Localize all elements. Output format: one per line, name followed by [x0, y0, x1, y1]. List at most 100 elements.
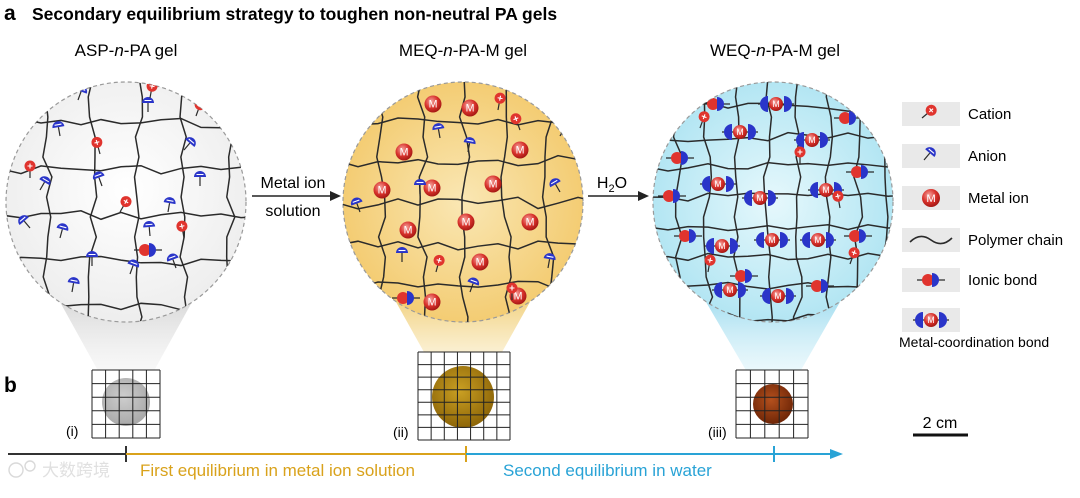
gel-label-asp: ASP-n-PA gel: [75, 41, 178, 60]
metal-ion-icon: M: [924, 313, 938, 327]
metal-coordination-bond-icon: M: [758, 96, 794, 112]
polymer-chain: [500, 82, 512, 322]
metal-ion-icon: M: [373, 181, 391, 199]
ionic-bond-icon: [134, 243, 162, 257]
cation-icon: [91, 136, 103, 155]
polymer-chain-icon: [909, 235, 953, 245]
ionic-bond-icon: [844, 229, 872, 243]
metal-ion-icon: M: [715, 239, 729, 253]
metal-coordination-bond-icon: M: [742, 190, 778, 206]
anion-icon: [432, 123, 445, 139]
svg-text:M: M: [756, 193, 763, 203]
polymer-chain: [42, 82, 53, 322]
cation-icon: [698, 111, 710, 129]
panel-a-letter: a: [4, 2, 16, 25]
metal-coordination-bond-icon: M: [760, 288, 796, 304]
sample-photo-3: [735, 369, 809, 439]
svg-text:M: M: [774, 291, 781, 301]
arrow-h2o: H2O: [588, 175, 649, 201]
ionic-bond-icon: [917, 273, 945, 287]
svg-text:M: M: [400, 147, 409, 159]
svg-text:M: M: [814, 235, 821, 245]
polymer-chain: [653, 161, 893, 172]
metal-coordination-bond-icon: M: [754, 232, 790, 248]
polymer-chain: [179, 82, 189, 322]
metal-ion-icon: M: [819, 183, 833, 197]
svg-text:M: M: [926, 193, 935, 205]
gel-label-meq: MEQ-n-PA-M gel: [399, 41, 527, 60]
ionic-bond-icon: [702, 97, 730, 111]
sample-label-ii: (ii): [393, 424, 409, 440]
anion-icon: [127, 259, 140, 275]
legend-metal-ion-label: Metal ion: [968, 190, 1029, 207]
polymer-chain: [653, 192, 893, 202]
svg-text:M: M: [489, 179, 498, 191]
legend-anion-label: Anion: [968, 148, 1006, 165]
svg-text:M: M: [466, 103, 475, 115]
watermark: 大数跨境: [8, 460, 110, 480]
svg-text:M: M: [378, 185, 387, 197]
cation-icon: [794, 146, 806, 164]
svg-text:M: M: [718, 241, 725, 251]
metal-ion-icon: M: [521, 213, 539, 231]
metal-coordination-bond-icon: M: [704, 238, 740, 254]
anion-icon: [67, 277, 80, 293]
anion-icon: [414, 179, 426, 194]
cation-icon: [704, 254, 716, 273]
polymer-chain: [648, 73, 908, 79]
svg-text:M: M: [768, 235, 775, 245]
legend-cation-label: Cation: [968, 106, 1011, 123]
sample-photo-2: [417, 351, 511, 441]
stage2-label: Second equilibrium in water: [503, 461, 712, 480]
gel-label-weq: WEQ-n-PA-M gel: [710, 41, 840, 60]
panel-b-letter: b: [4, 374, 17, 397]
svg-text:M: M: [429, 99, 438, 111]
anion-icon: [166, 253, 179, 269]
metal-ion-icon: M: [471, 253, 489, 271]
cation-icon: [176, 220, 188, 239]
zoom-cone-3: [706, 302, 840, 384]
cation-icon: [24, 160, 36, 178]
cation-icon: [433, 254, 445, 273]
metal-ion-icon: M: [723, 283, 737, 297]
metal-ion-icon: M: [457, 213, 475, 231]
timeline: First equilibrium in metal ion solution …: [8, 446, 843, 480]
svg-text:M: M: [726, 285, 733, 295]
metal-coordination-bond-icon: M: [800, 232, 836, 248]
arrow-metal-ion-solution: Metal ion solution: [252, 175, 341, 220]
metal-ion-icon: M: [395, 143, 413, 161]
arrow1-line1: Metal ion: [261, 175, 326, 192]
svg-text:M: M: [808, 135, 815, 145]
anion-icon: [142, 97, 154, 112]
anion-icon: [92, 171, 105, 187]
metal-ion-icon: M: [922, 189, 940, 207]
arrow1-line2: solution: [265, 203, 320, 220]
metal-ion-icon: M: [424, 95, 442, 113]
metal-ion-icon: M: [765, 233, 779, 247]
sample-label-i: (i): [66, 423, 78, 439]
metal-ion-icon: M: [771, 289, 785, 303]
sample-photo-1: [91, 369, 161, 439]
polymer-chain: [6, 117, 246, 129]
scale-bar-label: 2 cm: [923, 415, 958, 432]
polymer-chain: [824, 82, 834, 322]
svg-text:M: M: [526, 217, 535, 229]
anion-icon: [194, 171, 206, 186]
anion-icon: [163, 197, 176, 213]
network-circle-meq: [342, 81, 584, 323]
anion-icon: [143, 221, 156, 237]
panel-a-title: Secondary equilibrium strategy to toughe…: [32, 4, 557, 24]
polymer-chain: [458, 82, 471, 322]
metal-ion-icon: M: [423, 179, 441, 197]
anion-icon: [543, 253, 556, 269]
metal-coordination-bond-icon: M: [700, 176, 736, 192]
anion-icon: [350, 197, 363, 213]
svg-text:M: M: [927, 315, 934, 325]
metal-coordination-bond-icon: M: [712, 282, 748, 298]
polymer-chain: [644, 77, 650, 337]
svg-text:M: M: [462, 217, 471, 229]
legend: MM Cation Anion Metal ion Polymer chain …: [899, 102, 1063, 350]
anion-icon: [52, 121, 65, 137]
metal-ion-icon: M: [769, 97, 783, 111]
